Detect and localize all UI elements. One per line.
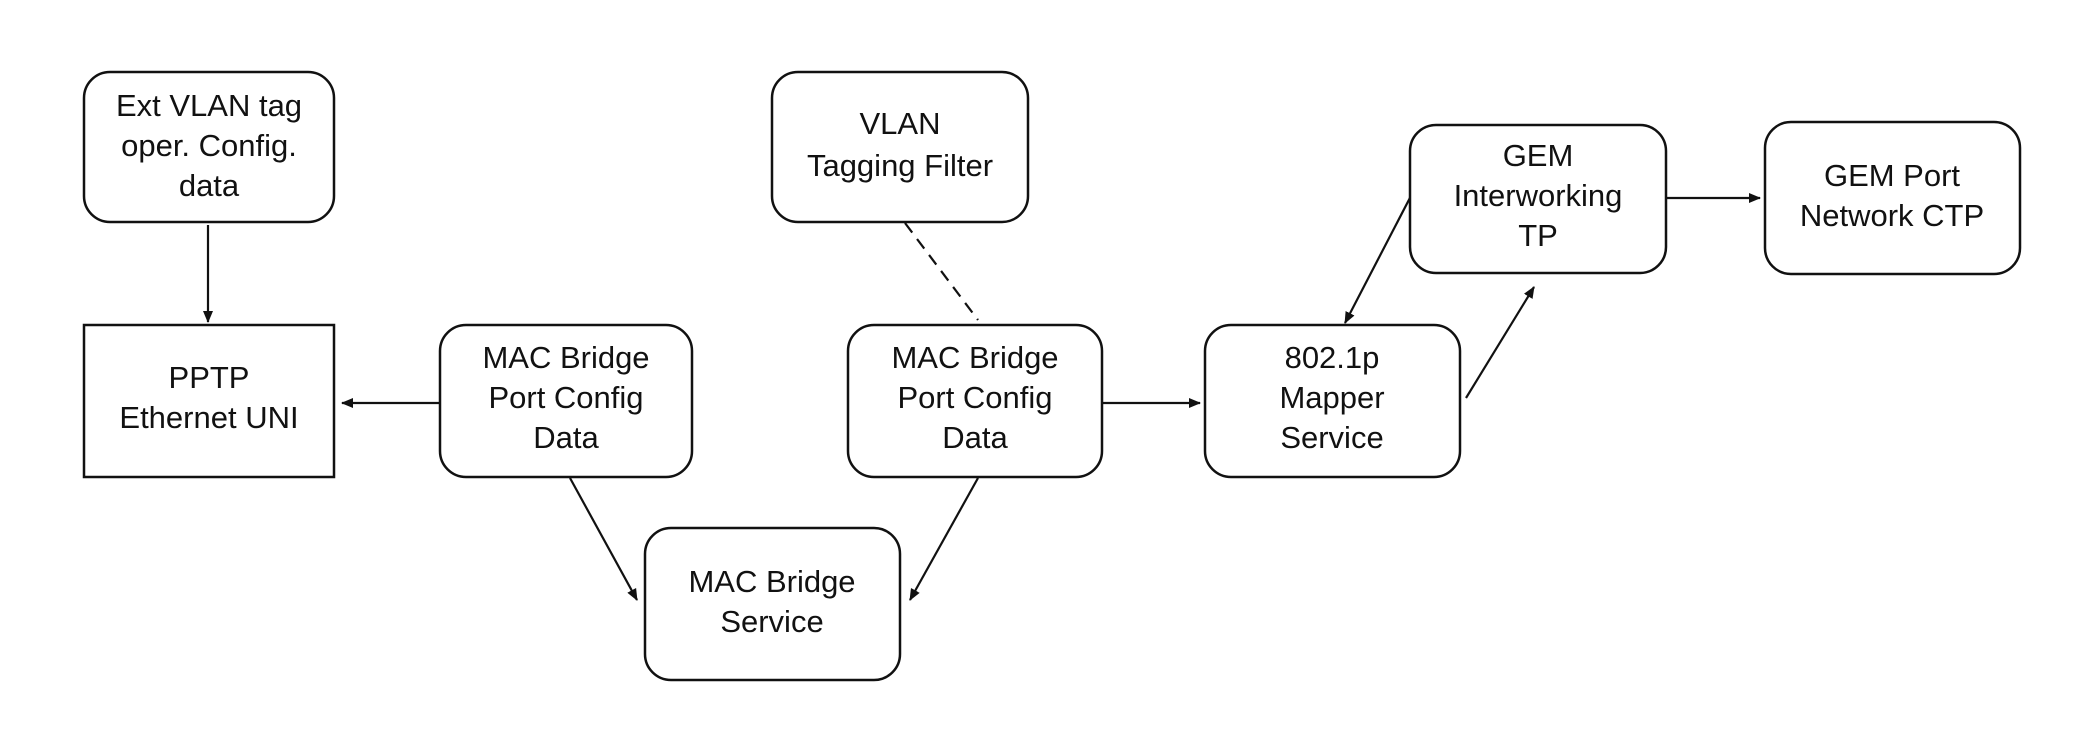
edge-mbpcd-left-to-bridge-service	[569, 477, 638, 601]
edges	[203, 191, 1761, 601]
node-gem-iwtp-line-2: Interworking	[1454, 178, 1623, 213]
node-mbpcd-right-line-3: Data	[942, 420, 1008, 455]
node-8021p-mapper-service: 802.1p Mapper Service	[1203, 323, 1462, 479]
edge-mbpcd-right-to-bridge-service	[909, 477, 979, 601]
node-gem-ctp-line-1: GEM Port	[1824, 158, 1960, 193]
node-ext-vlan-line-3: data	[179, 168, 240, 203]
node-mbpcd-left-line-1: MAC Bridge	[482, 340, 649, 375]
node-mac-bridge-port-config-left: MAC Bridge Port Config Data	[438, 323, 694, 479]
node-pptp-line-2: Ethernet UNI	[119, 400, 298, 435]
node-mbpcd-left-line-2: Port Config	[488, 380, 643, 415]
node-gem-interworking-tp: GEM Interworking TP	[1408, 123, 1668, 275]
node-ext-vlan-line-2: oper. Config.	[121, 128, 297, 163]
node-pptp-ethernet-uni: PPTP Ethernet UNI	[82, 323, 336, 479]
node-mac-bridge-port-config-right: MAC Bridge Port Config Data	[846, 323, 1104, 479]
node-vlan-tagging-filter: VLAN Tagging Filter	[770, 70, 1030, 224]
node-bridge-service-line-2: Service	[720, 604, 823, 639]
edge-mapper-to-gem-iwtp	[1465, 286, 1535, 399]
node-gem-iwtp-line-3: TP	[1518, 218, 1558, 253]
node-mac-bridge-service: MAC Bridge Service	[643, 526, 902, 682]
node-gem-port-network-ctp: GEM Port Network CTP	[1763, 120, 2022, 276]
edge-gem-iwtp-to-mapper	[1344, 191, 1414, 324]
node-vlan-filter-line-1: VLAN	[860, 106, 941, 141]
edge-vlan-filter-to-mbpcd-right	[904, 222, 979, 321]
node-mbpcd-left-line-3: Data	[533, 420, 599, 455]
node-bridge-service-line-1: MAC Bridge	[688, 564, 855, 599]
node-gem-iwtp-line-1: GEM	[1503, 138, 1574, 173]
node-mapper-line-2: Mapper	[1279, 380, 1384, 415]
node-mapper-line-1: 802.1p	[1285, 340, 1380, 375]
node-ext-vlan-line-1: Ext VLAN tag	[116, 88, 302, 123]
node-pptp-line-1: PPTP	[169, 360, 250, 395]
node-gem-ctp-line-2: Network CTP	[1800, 198, 1984, 233]
node-ext-vlan-config: Ext VLAN tag oper. Config. data	[82, 70, 336, 224]
node-mbpcd-right-line-2: Port Config	[897, 380, 1052, 415]
node-vlan-filter-line-2: Tagging Filter	[807, 148, 993, 183]
node-mbpcd-right-line-1: MAC Bridge	[891, 340, 1058, 375]
node-mapper-line-3: Service	[1280, 420, 1383, 455]
